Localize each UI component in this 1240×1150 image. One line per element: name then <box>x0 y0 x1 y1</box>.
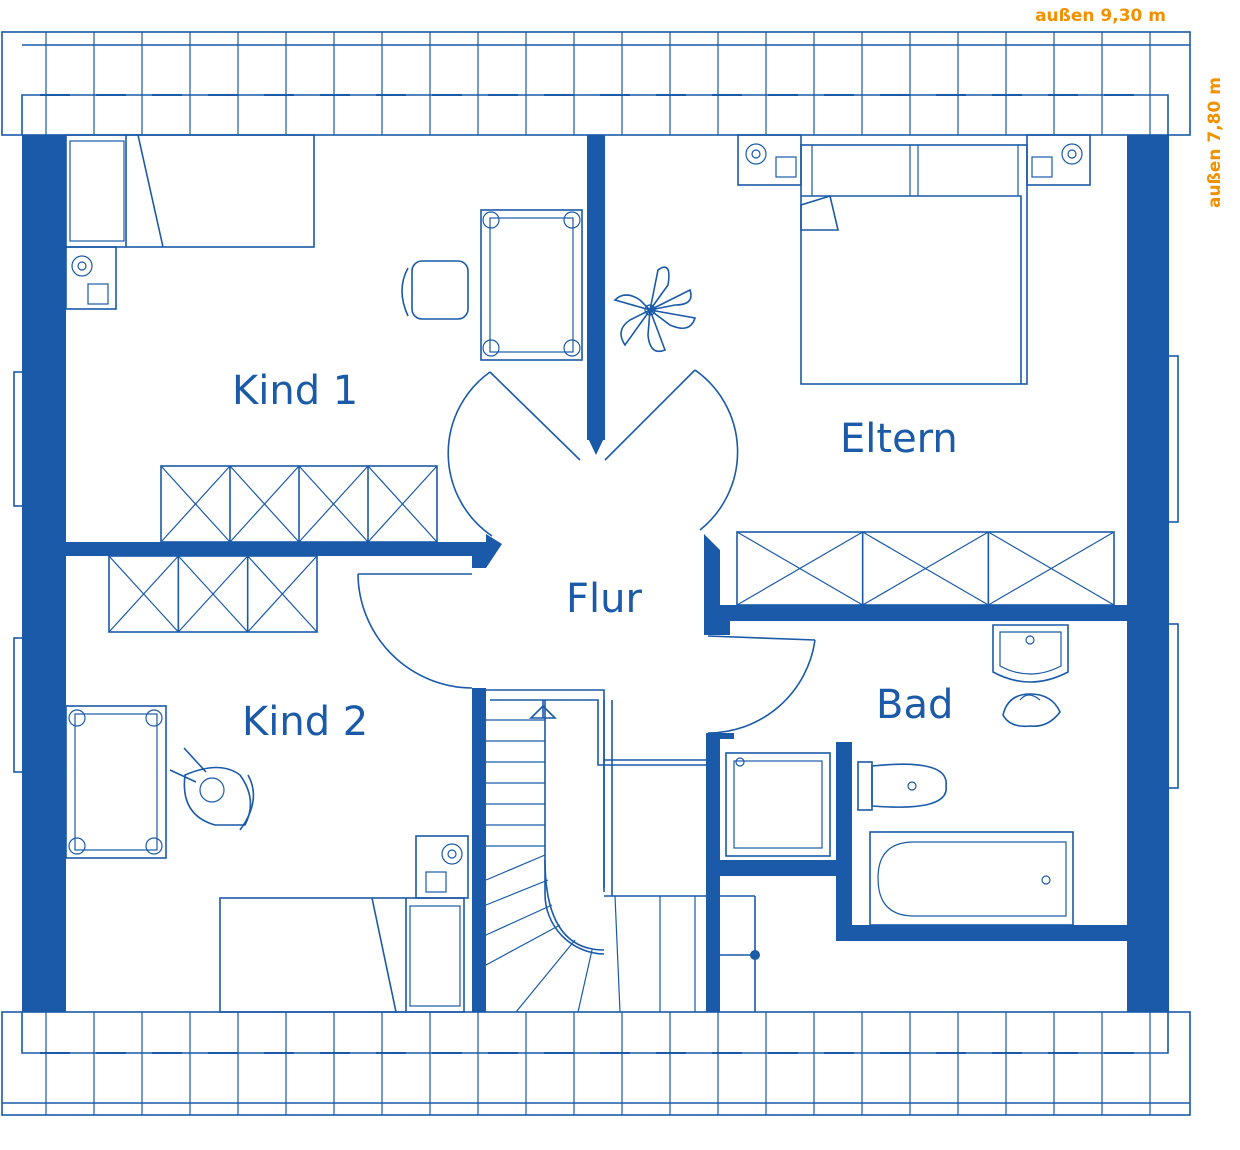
dimension-depth: außen 7,80 m <box>1205 77 1225 208</box>
room-label-flur: Flur <box>566 576 642 622</box>
eltern-wardrobe <box>736 531 1115 606</box>
hands-icon <box>1002 693 1061 728</box>
kind2-nightstand <box>415 835 469 899</box>
doors <box>357 369 816 734</box>
nightstand-left <box>737 134 802 186</box>
toilet-icon <box>857 761 947 811</box>
roof-top <box>1 31 1191 136</box>
room-label-kind2: Kind 2 <box>242 699 368 745</box>
shower-icon <box>725 752 831 857</box>
kind1-chair <box>401 260 469 320</box>
window-kind2 <box>13 637 65 773</box>
kind2-bed <box>219 897 465 1013</box>
plant-icon <box>613 266 697 353</box>
room-label-eltern: Eltern <box>840 416 958 462</box>
kind1-desk <box>480 209 583 361</box>
room-label-bad: Bad <box>876 682 953 728</box>
nightstand-right <box>1026 134 1091 186</box>
dimension-width: außen 9,30 m <box>1035 6 1166 26</box>
kind1-nightstand <box>65 246 117 310</box>
room-label-kind1: Kind 1 <box>232 368 358 414</box>
kind2-wardrobe <box>108 555 318 633</box>
kind1-wardrobe <box>160 465 438 543</box>
bathtub-icon <box>869 831 1074 926</box>
person-at-desk-icon <box>169 747 255 831</box>
eltern-bed <box>800 144 1028 385</box>
roof-bottom <box>1 1011 1191 1116</box>
interior-walls <box>66 135 1127 1012</box>
window-bad <box>1127 623 1179 789</box>
exterior-walls <box>22 135 1169 1012</box>
kind2-desk <box>65 705 167 859</box>
window-kind1 <box>13 371 65 507</box>
window-eltern <box>1127 355 1179 523</box>
staircase[interactable] <box>485 689 760 1013</box>
kind1-bed <box>65 134 315 248</box>
washbasin-icon <box>992 624 1069 683</box>
